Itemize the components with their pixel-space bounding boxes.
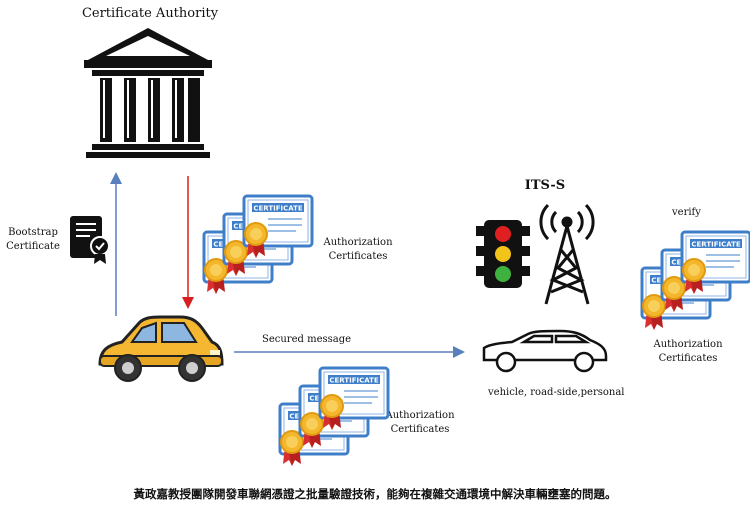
auth-label-line1: Authorization bbox=[653, 339, 723, 350]
auth-label-line2: Certificates bbox=[328, 251, 388, 262]
sedan-car-icon bbox=[482, 329, 608, 373]
certificate-authority-title: Certificate Authority bbox=[81, 6, 219, 21]
radio-tower-icon bbox=[539, 203, 595, 305]
secured-message-label: Secured message bbox=[262, 334, 352, 345]
vehicle-types-label: vehicle, road-side,personal bbox=[488, 387, 625, 398]
authorization-certificates-label: Authorization Certificates bbox=[648, 338, 728, 366]
its-s-title: ITS-S bbox=[524, 178, 566, 193]
authorization-certificates-label: Authorization Certificates bbox=[380, 409, 460, 437]
document-certificate-icon bbox=[70, 216, 110, 264]
traffic-light-icon bbox=[476, 220, 530, 288]
authorization-certificates-stack-right bbox=[642, 232, 750, 330]
authorization-certificates-stack-top bbox=[204, 196, 312, 294]
authorization-certificates-stack-bottom bbox=[280, 368, 388, 466]
authorization-certificates-label: Authorization Certificates bbox=[318, 236, 398, 264]
auth-label-line1: Authorization bbox=[385, 410, 455, 421]
bootstrap-label-line2: Certificate bbox=[6, 241, 60, 252]
bank-building-icon bbox=[84, 28, 212, 158]
verify-label: verify bbox=[672, 207, 701, 218]
auth-label-line2: Certificates bbox=[390, 424, 450, 435]
auth-label-line2: Certificates bbox=[658, 353, 718, 364]
bootstrap-certificate-label: Bootstrap Certificate bbox=[2, 226, 64, 254]
auth-label-line1: Authorization bbox=[323, 237, 393, 248]
car-icon bbox=[98, 315, 224, 382]
figure-caption: 黃政嘉教授團隊開發車聯網憑證之批量驗證技術，能夠在複雜交通環境中解決車輛壅塞的問… bbox=[133, 487, 617, 501]
bootstrap-label-line1: Bootstrap bbox=[8, 227, 58, 238]
